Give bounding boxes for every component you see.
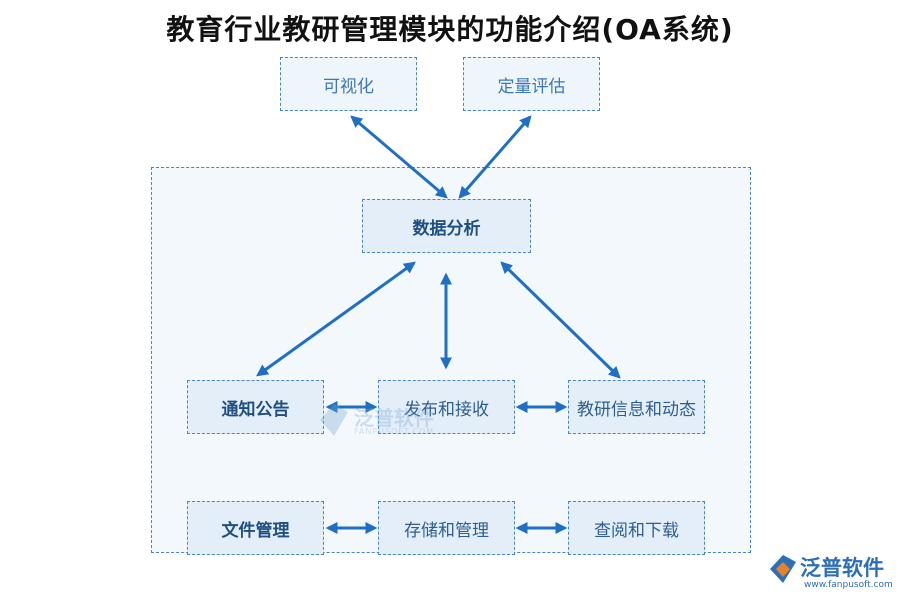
node-notice: 通知公告 [187,380,324,434]
watermark-url: FANPUSOFT.COM [354,427,435,436]
watermark: 泛普软件 FANPUSOFT.COM [318,400,448,440]
node-visualization: 可视化 [280,57,417,111]
node-quantitative-eval: 定量评估 [463,57,600,111]
arrow-eval-analysis [458,115,532,199]
node-research-info: 教研信息和动态 [568,380,705,434]
watermark-brand: 泛普软件 [354,406,434,430]
node-publish-receive: 发布和接收 [378,380,515,434]
node-data-analysis: 数据分析 [362,199,531,253]
brand-logo-url: www.fanpusoft.com [804,580,893,590]
node-query-download: 查阅和下载 [568,501,705,555]
node-storage-management: 存储和管理 [378,501,515,555]
arrow-analysis-research [500,261,621,379]
arrow-visualization-analysis [350,115,448,199]
diagram-title: 教育行业教研管理模块的功能介绍(OA系统) [166,13,734,46]
watermark-logo-icon [320,404,348,436]
arrow-analysis-notice [256,261,416,377]
brand-logo: 泛普软件 www.fanpusoft.com [768,550,894,596]
brand-logo-text: 泛普软件 [800,556,884,580]
brand-logo-icon [770,555,796,583]
node-file-management: 文件管理 [187,501,324,555]
